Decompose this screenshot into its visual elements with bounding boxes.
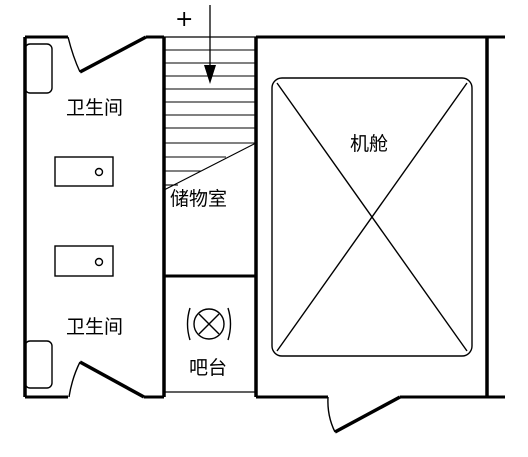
stair-block bbox=[163, 36, 257, 393]
stair-arrow bbox=[204, 5, 216, 84]
restroom-bottom-door bbox=[68, 360, 145, 399]
restroom-bottom-label: 卫生间 bbox=[66, 316, 123, 338]
elevator-car-icon bbox=[271, 77, 473, 357]
toilet-top-icon bbox=[24, 43, 53, 94]
stair-treads bbox=[164, 49, 256, 186]
sink-top-icon bbox=[54, 156, 114, 187]
stair-break-line bbox=[163, 142, 257, 191]
toilet-bottom-icon bbox=[24, 340, 53, 389]
elevator-room-door bbox=[327, 395, 401, 434]
bar-label: 吧台 bbox=[189, 357, 227, 379]
elevator-room-label: 机舱 bbox=[350, 133, 388, 155]
restroom-top-door bbox=[67, 35, 147, 74]
sink-bottom-icon bbox=[54, 245, 114, 277]
stair-plus-symbol: + bbox=[175, 7, 193, 32]
restroom-block bbox=[23, 35, 166, 399]
elevator-room bbox=[254, 35, 505, 399]
bar-fixture-icon bbox=[186, 307, 232, 341]
restroom-top-label: 卫生间 bbox=[66, 97, 123, 119]
storage-label: 储物室 bbox=[170, 188, 227, 210]
